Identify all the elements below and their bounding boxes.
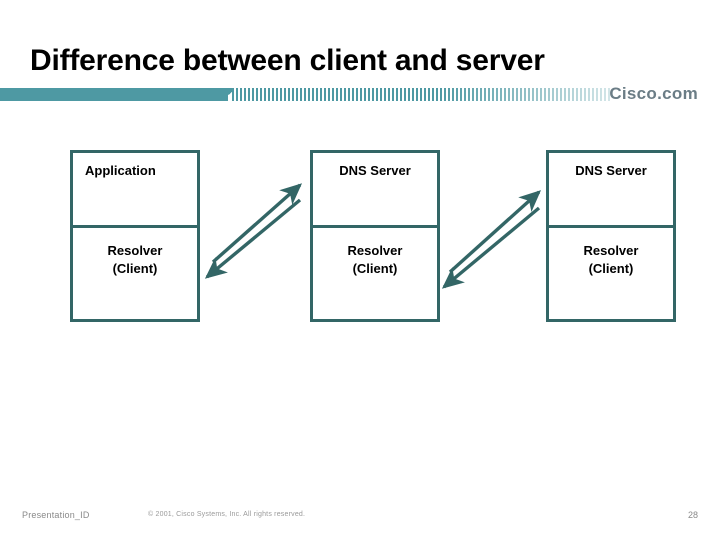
slide-footer: Presentation_ID © 2001, Cisco Systems, I… <box>0 506 720 540</box>
diagram-node-2-top-cell: DNS Server <box>313 153 437 228</box>
connector-2-outbound-arrow <box>448 190 542 274</box>
diagram-node-2-bottom-label: Resolver (Client) <box>347 243 403 277</box>
header-accent-bar: Cisco.com <box>0 84 720 106</box>
diagram-node-1: Application Resolver (Client) <box>70 150 200 322</box>
diagram-node-3-top-label: DNS Server <box>575 163 647 178</box>
page-title: Difference between client and server <box>30 44 545 77</box>
diagram-node-1-top-label: Application <box>85 163 156 178</box>
connector-2-inbound-arrow <box>441 206 541 289</box>
footer-page-number: 28 <box>687 510 698 520</box>
diagram-node-2: DNS Server Resolver (Client) <box>310 150 440 322</box>
footer-copyright: © 2001, Cisco Systems, Inc. All rights r… <box>148 511 306 518</box>
diagram-node-2-bottom-cell: Resolver (Client) <box>313 228 437 322</box>
diagram-node-3-bottom-label: Resolver (Client) <box>583 243 639 277</box>
diagram-node-3-bottom-cell: Resolver (Client) <box>549 228 673 322</box>
connector-1-inbound-arrow <box>204 198 302 279</box>
header-stripe-fade-overlay <box>232 88 610 101</box>
diagram-node-2-top-label: DNS Server <box>339 163 411 178</box>
footer-presentation-id: Presentation_ID <box>22 510 90 520</box>
header-solid-segment <box>0 88 228 101</box>
diagram-node-3: DNS Server Resolver (Client) <box>546 150 676 322</box>
diagram-node-1-bottom-cell: Resolver (Client) <box>73 228 197 322</box>
diagram-node-1-bottom-label: Resolver (Client) <box>107 243 163 277</box>
diagram-node-1-top-cell: Application <box>73 153 197 228</box>
diagram-node-3-top-cell: DNS Server <box>549 153 673 228</box>
brand-label: Cisco.com <box>609 84 698 103</box>
connector-1-outbound-arrow <box>211 183 303 264</box>
